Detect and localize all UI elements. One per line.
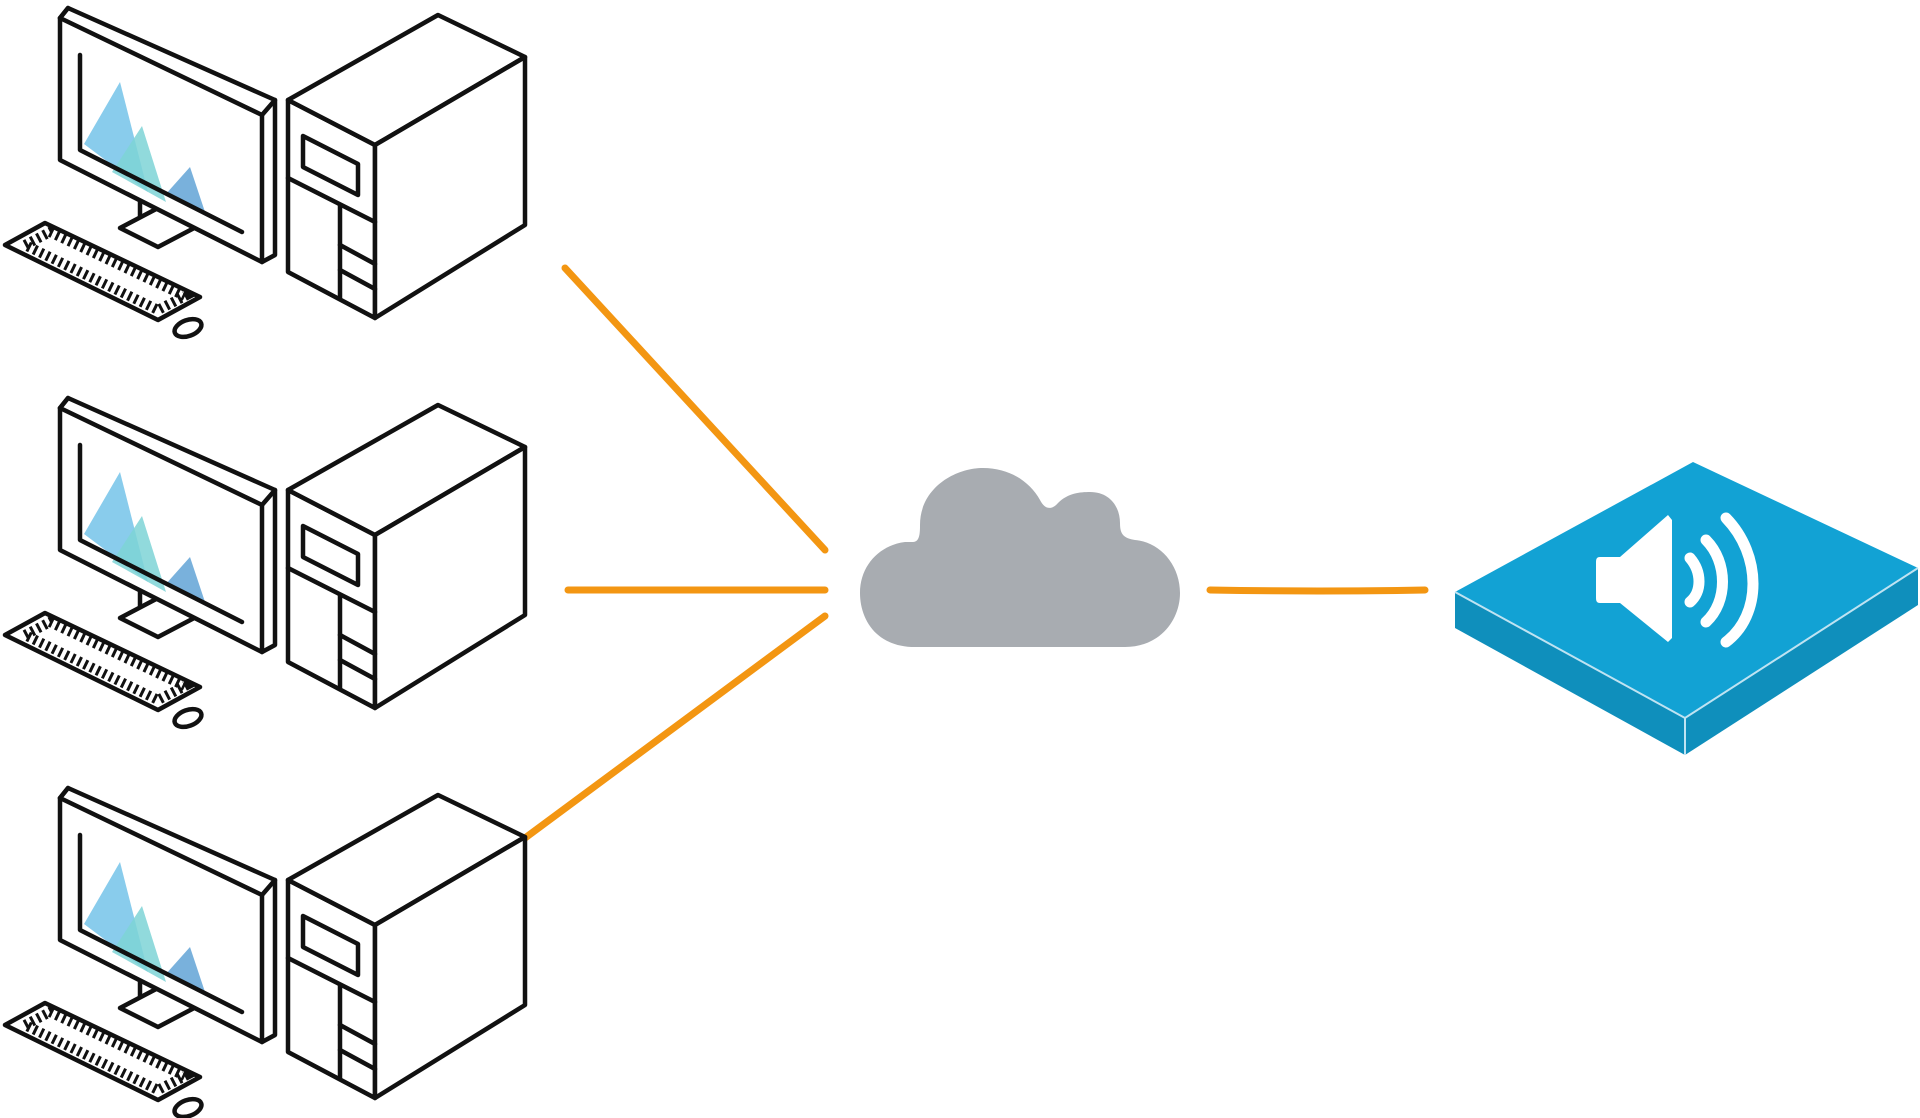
workstation-3-icon xyxy=(5,788,525,1118)
workstation-1-icon xyxy=(5,8,525,340)
connection-1 xyxy=(561,264,829,554)
connection-3 xyxy=(521,612,829,842)
connection-4 xyxy=(1206,586,1429,595)
cloud-icon xyxy=(860,468,1180,647)
speaker-volume-icon xyxy=(1454,462,1919,755)
workstation-2-icon xyxy=(5,398,525,730)
